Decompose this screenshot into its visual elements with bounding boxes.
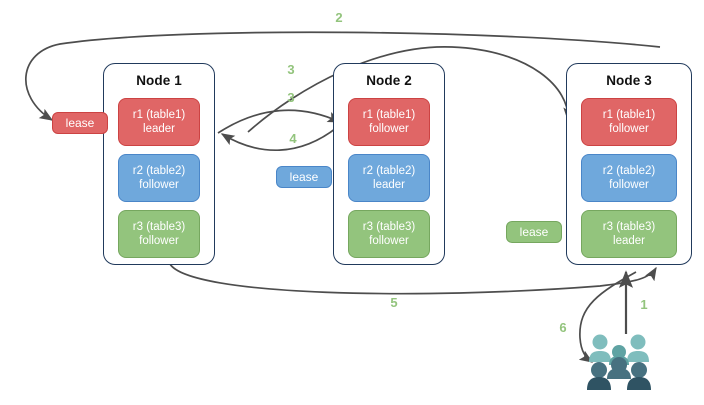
replica-role: leader	[613, 235, 645, 247]
replica-name: r1 (table1)	[602, 109, 656, 121]
step-label-3a: 3	[287, 62, 295, 77]
replica-role: follower	[369, 235, 409, 247]
replica-role: follower	[609, 179, 649, 191]
replica-name: r1 (table1)	[132, 109, 186, 121]
lease-badge-green[interactable]: lease	[506, 221, 562, 243]
node-box-2[interactable]: Node 2 r1 (table1) follower r2 (table2) …	[333, 63, 445, 265]
arrow-step-5	[169, 263, 657, 295]
arrow-step-4	[220, 124, 341, 151]
replica-role: follower	[609, 123, 649, 135]
users-group-icon	[586, 332, 656, 394]
step-label-6: 6	[559, 320, 567, 335]
replica-name: r3 (table3)	[132, 221, 186, 233]
replica-name: r2 (table2)	[602, 165, 656, 177]
node-title: Node 2	[366, 73, 412, 88]
replica-name: r1 (table1)	[362, 109, 416, 121]
node-title: Node 3	[606, 73, 652, 88]
replica-r3[interactable]: r3 (table3) follower	[348, 210, 430, 258]
arrow-step-3-lower	[217, 109, 342, 134]
replica-r1[interactable]: r1 (table1) leader	[118, 98, 200, 146]
lease-badge-red[interactable]: lease	[52, 112, 108, 134]
step-label-2: 2	[335, 10, 343, 25]
replica-r1[interactable]: r1 (table1) follower	[348, 98, 430, 146]
replica-role: follower	[139, 179, 179, 191]
replica-r3[interactable]: r3 (table3) leader	[581, 210, 677, 258]
replica-name: r2 (table2)	[362, 165, 416, 177]
replica-role: leader	[373, 179, 405, 191]
node-box-1[interactable]: Node 1 r1 (table1) leader r2 (table2) fo…	[103, 63, 215, 265]
lease-label: lease	[65, 116, 95, 130]
replica-name: r2 (table2)	[132, 165, 186, 177]
replica-name: r3 (table3)	[602, 221, 656, 233]
replica-r1[interactable]: r1 (table1) follower	[581, 98, 677, 146]
step-label-1: 1	[640, 297, 648, 312]
lease-badge-blue[interactable]: lease	[276, 166, 332, 188]
step-label-3b: 3	[287, 90, 295, 105]
replica-r2[interactable]: r2 (table2) follower	[581, 154, 677, 202]
replica-r2[interactable]: r2 (table2) leader	[348, 154, 430, 202]
step-label-4: 4	[289, 131, 297, 146]
replica-r2[interactable]: r2 (table2) follower	[118, 154, 200, 202]
replica-name: r3 (table3)	[362, 221, 416, 233]
replica-role: follower	[369, 123, 409, 135]
step-label-5: 5	[390, 295, 398, 310]
replica-r3[interactable]: r3 (table3) follower	[118, 210, 200, 258]
node-box-3[interactable]: Node 3 r1 (table1) follower r2 (table2) …	[566, 63, 692, 265]
node-title: Node 1	[136, 73, 182, 88]
replica-role: follower	[139, 235, 179, 247]
lease-label: lease	[289, 170, 319, 184]
replica-role: leader	[143, 123, 175, 135]
lease-label: lease	[519, 225, 549, 239]
